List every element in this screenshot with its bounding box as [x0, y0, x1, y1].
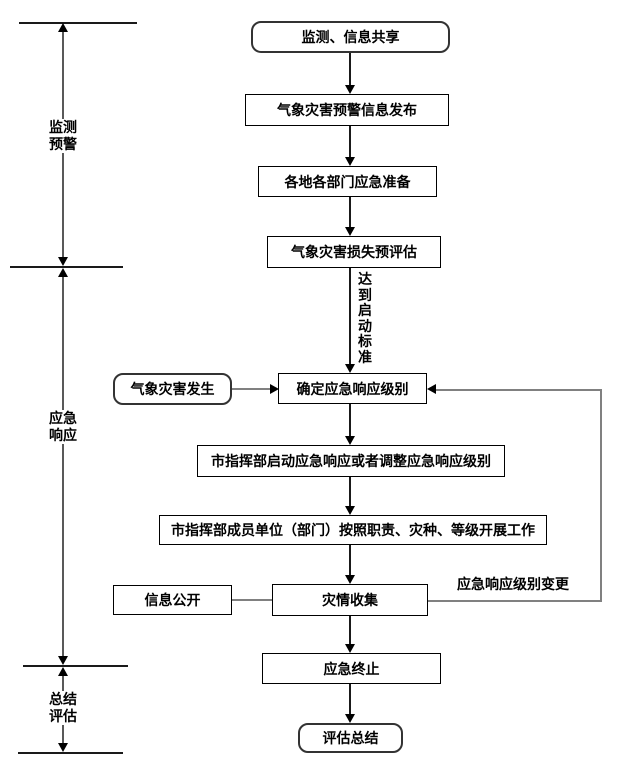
feedback-line-top — [436, 389, 602, 391]
axis-segment-response — [62, 275, 64, 656]
connector-collection-to-termination — [349, 616, 351, 644]
node-monitoring-info-sharing: 监测、信息共享 — [251, 21, 450, 53]
connector-start-to-members — [349, 477, 351, 506]
arrowhead-down-icon — [345, 575, 355, 584]
connector-release-to-preparation — [349, 126, 351, 157]
arrowhead-down-icon — [345, 157, 355, 166]
node-emergency-preparation: 各地各部门应急准备 — [258, 166, 437, 197]
connector-sharing-to-release — [349, 53, 351, 85]
arrowhead-up-icon — [58, 23, 68, 32]
arrowhead-up-icon — [58, 268, 68, 277]
node-evaluation-summary: 评估总结 — [298, 723, 403, 753]
feedback-line-bottom — [428, 600, 602, 602]
connector-members-to-collection — [349, 545, 351, 575]
edge-label-level-change: 应急响应级别变更 — [450, 574, 576, 594]
feedback-line-vertical — [600, 389, 602, 602]
arrowhead-down-icon — [58, 257, 68, 266]
arrowhead-down-icon — [58, 656, 68, 665]
arrowhead-down-icon — [345, 436, 355, 445]
connector-determine-to-start — [349, 404, 351, 436]
node-loss-pre-assessment: 气象灾害损失预评估 — [267, 236, 441, 268]
node-info-disclosure: 信息公开 — [113, 585, 232, 615]
arrowhead-left-icon — [427, 384, 436, 394]
node-member-units-work: 市指挥部成员单位（部门）按照职责、灾种、等级开展工作 — [159, 515, 547, 545]
arrowhead-down-icon — [58, 743, 68, 752]
arrowhead-down-icon — [345, 85, 355, 94]
arrowhead-up-icon — [58, 667, 68, 676]
connector-assessment-to-determine — [349, 268, 351, 364]
node-emergency-termination: 应急终止 — [262, 653, 441, 684]
arrowhead-down-icon — [345, 714, 355, 723]
connector-preparation-to-assessment — [349, 197, 351, 227]
axis-top-divider — [19, 22, 137, 24]
connector-termination-to-summary — [349, 684, 351, 714]
node-disaster-info-collection: 灾情收集 — [272, 584, 428, 616]
axis-divider-2 — [10, 266, 123, 268]
phase-label-monitoring: 监测 预警 — [41, 119, 85, 153]
node-determine-response-level: 确定应急响应级别 — [278, 373, 427, 404]
phase-label-response: 应急 响应 — [41, 410, 85, 444]
node-disaster-occurs: 气象灾害发生 — [113, 373, 232, 405]
arrowhead-down-icon — [345, 506, 355, 515]
node-start-or-adjust-response: 市指挥部启动应急响应或者调整应急响应级别 — [197, 445, 505, 477]
node-warning-info-release: 气象灾害预警信息发布 — [245, 94, 449, 126]
phase-label-summary: 总结 评估 — [41, 691, 85, 725]
arrowhead-down-icon — [345, 227, 355, 236]
axis-divider-3 — [23, 665, 128, 667]
connector-info-to-collection — [232, 599, 272, 601]
arrowhead-down-icon — [345, 644, 355, 653]
connector-disaster-to-determine — [232, 388, 270, 390]
axis-bottom-divider — [18, 752, 123, 754]
edge-label-threshold: 达到启动标准 — [357, 271, 373, 365]
arrowhead-down-icon — [345, 364, 355, 373]
arrowhead-right-icon — [270, 384, 279, 394]
